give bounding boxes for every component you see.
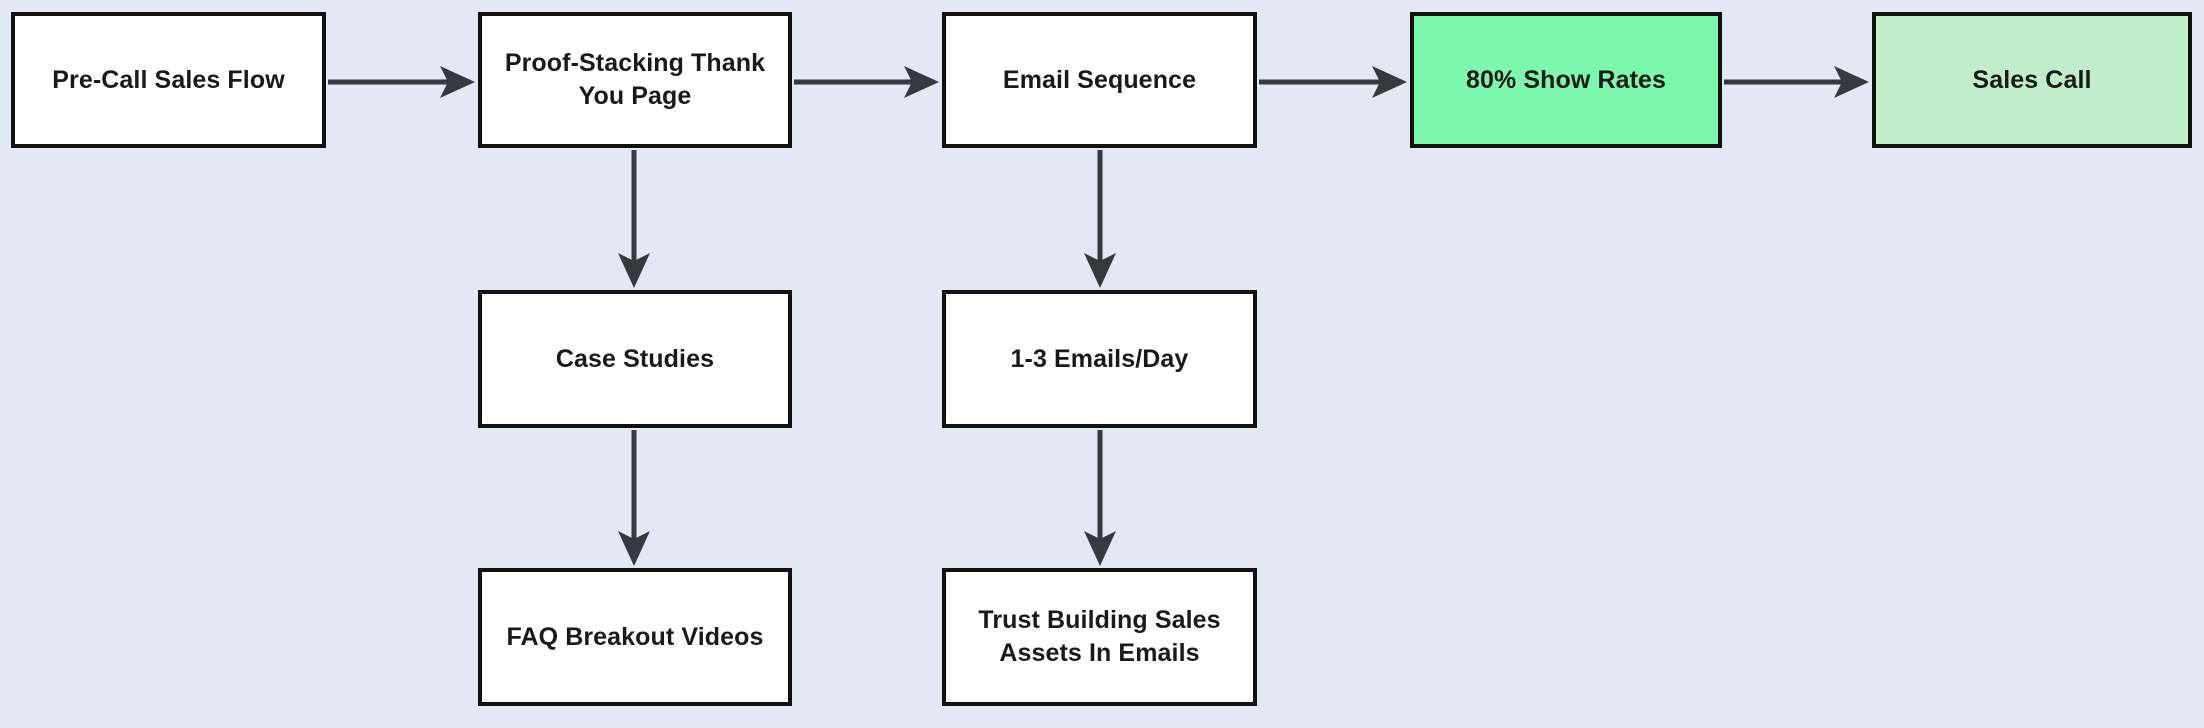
node-faq-breakout-videos[interactable]: FAQ Breakout Videos xyxy=(478,568,792,706)
node-show-rates[interactable]: 80% Show Rates xyxy=(1410,12,1722,148)
node-label: Trust Building Sales Assets In Emails xyxy=(978,606,1221,667)
node-label: FAQ Breakout Videos xyxy=(506,622,764,651)
node-label: Pre-Call Sales Flow xyxy=(52,65,285,94)
node-sales-call[interactable]: Sales Call xyxy=(1872,12,2192,148)
node-label: Proof-Stacking Thank You Page xyxy=(504,49,766,110)
node-email-sequence[interactable]: Email Sequence xyxy=(942,12,1257,148)
node-case-studies[interactable]: Case Studies xyxy=(478,290,792,428)
node-pre-call-sales-flow[interactable]: Pre-Call Sales Flow xyxy=(11,12,326,148)
node-label: Sales Call xyxy=(1972,65,2092,94)
node-trust-building-sales-assets[interactable]: Trust Building Sales Assets In Emails xyxy=(942,568,1257,706)
node-emails-per-day[interactable]: 1-3 Emails/Day xyxy=(942,290,1257,428)
node-label: 1-3 Emails/Day xyxy=(1010,344,1189,373)
node-label: 80% Show Rates xyxy=(1465,65,1667,94)
node-label: Email Sequence xyxy=(1002,65,1197,94)
node-label: Case Studies xyxy=(555,344,715,373)
node-proof-stacking-thank-you-page[interactable]: Proof-Stacking Thank You Page xyxy=(478,12,792,148)
